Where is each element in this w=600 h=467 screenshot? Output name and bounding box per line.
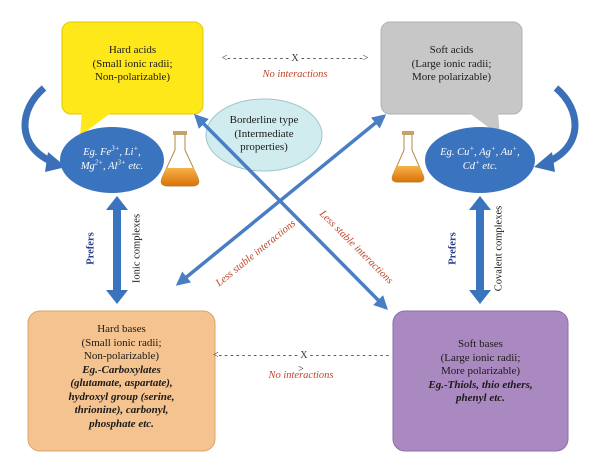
soft-acids-title: Soft acids <box>429 44 474 56</box>
hard-bases-text: Hard bases (Small ionic radii; Non-polar… <box>30 323 213 431</box>
hard-bases-title: Hard bases <box>97 323 146 335</box>
soft-bases-line2: More polarizable) <box>440 365 521 377</box>
hard-bases-line2: Non-polarizable) <box>83 350 160 362</box>
hard-curve-arrow <box>21 85 57 167</box>
top-no-interaction-arrow: <- - - - - - - - - - - X - - - - - - - -… <box>221 53 369 64</box>
soft-bases-ex2: phenyl etc. <box>456 392 505 404</box>
top-no-interaction-label: No interactions <box>262 69 328 80</box>
soft-acids-line2: More polarizable) <box>411 71 492 83</box>
soft-bases-line1: (Large ionic radii; <box>440 351 521 364</box>
covalent-complexes-label: Covalent complexes <box>493 205 505 292</box>
hard-bases-ex3a: hydroxyl group <box>68 390 138 403</box>
soft-acids-text: Soft acids (Large ionic radii; More pola… <box>381 44 522 85</box>
right-vertical-arrow <box>469 196 491 304</box>
borderline-line3: properties) <box>240 141 288 153</box>
borderline-line1: Borderline type <box>229 114 299 126</box>
hard-bases-ex1: Eg.-Carboxylates <box>82 363 161 376</box>
bottom-no-interaction-arrow: <- - - - - - - - - - - - - - X - - - - -… <box>212 350 390 375</box>
hard-acid-examples: Eg. Fe3+, Li+, Mg2+, Al3+ etc. <box>80 144 144 172</box>
left-prefers-label: Prefers <box>85 232 97 265</box>
hard-acids-text: Hard acids (Small ionic radii; Non-polar… <box>62 44 203 85</box>
borderline-text: Borderline type (Intermediate properties… <box>212 114 316 155</box>
bottom-no-interaction-label: No interactions <box>268 370 334 381</box>
hard-bases-line1: (Small ionic radii; <box>81 336 162 349</box>
diagonal-arrow-down-right <box>194 114 388 310</box>
soft-curve-arrow <box>543 85 579 167</box>
soft-acids-line1: (Large ionic radii; <box>411 57 492 70</box>
flask-icon-right <box>391 131 425 183</box>
right-prefers-label: Prefers <box>447 232 459 265</box>
soft-bases-ex1: Eg.-Thiols, thio ethers, <box>428 378 533 391</box>
soft-bases-title: Soft bases <box>458 338 503 350</box>
hard-curve-arrowhead <box>45 152 66 172</box>
hard-bases-ex5: phosphate etc. <box>89 417 154 430</box>
hard-bases-ex2: (glutamate, aspartate), <box>70 377 173 389</box>
borderline-line2: (Intermediate <box>234 127 294 140</box>
hard-acid-example-ellipse <box>60 127 164 193</box>
hard-acids-title: Hard acids <box>108 44 157 56</box>
soft-bases-box <box>392 310 569 452</box>
hard-acids-line2: Non-polarizable) <box>94 71 171 83</box>
soft-acid-examples: Eg. Cu+, Ag+, Au+, Cd+ etc. <box>440 144 520 172</box>
flask-icon-left <box>160 131 200 187</box>
hard-bases-ex4: thrionine), carbonyl, <box>74 404 169 416</box>
left-vertical-arrow <box>106 196 128 304</box>
hard-bases-box <box>27 310 216 452</box>
soft-curve-arrowhead <box>534 152 555 172</box>
hard-bases-ex3b: (serine, <box>137 390 175 403</box>
soft-acid-example-ellipse <box>425 127 535 193</box>
hard-acids-box <box>61 21 204 136</box>
hard-acids-line1: (Small ionic radii; <box>92 57 173 70</box>
ionic-complexes-label: Ionic complexes <box>131 213 143 284</box>
soft-bases-text: Soft bases (Large ionic radii; More pola… <box>393 338 568 406</box>
